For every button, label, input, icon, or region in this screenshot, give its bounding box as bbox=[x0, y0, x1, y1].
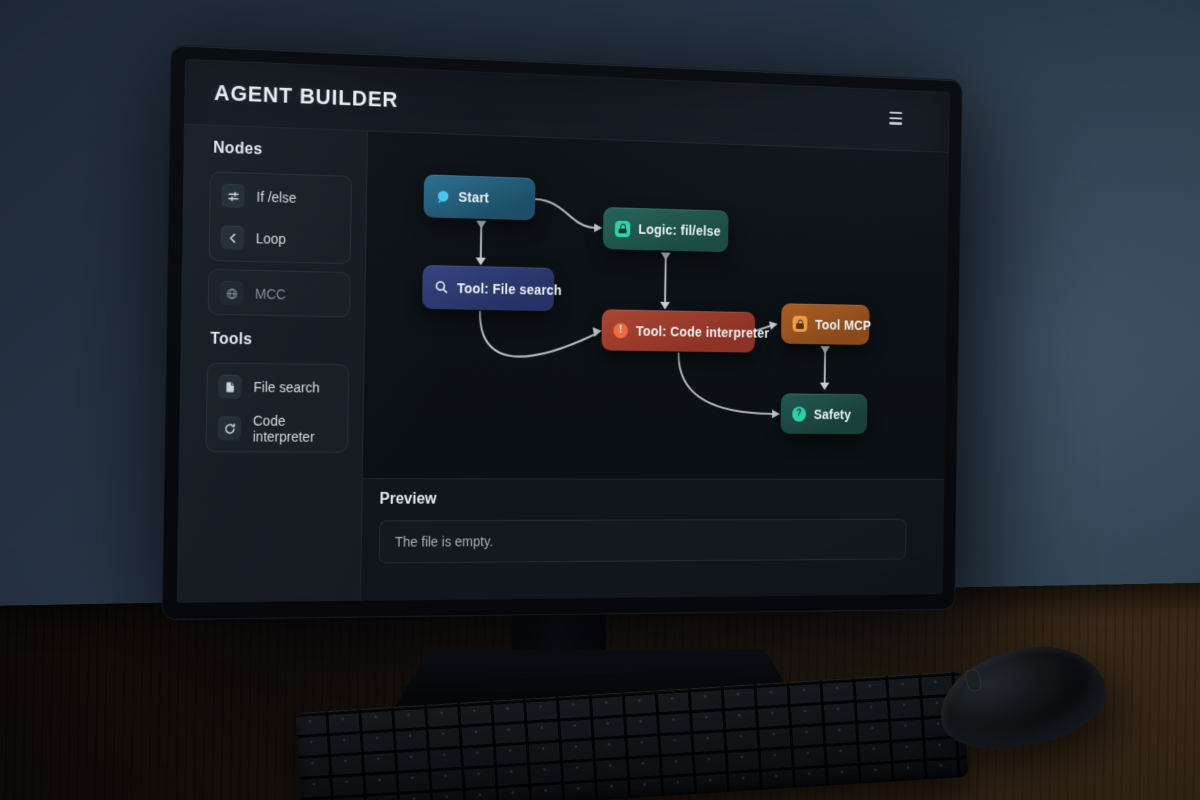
chat-bubble-icon bbox=[436, 189, 450, 204]
edge-start-filesearch bbox=[481, 222, 482, 264]
preview-panel: Preview The file is empty. bbox=[360, 478, 945, 601]
edge-start-logic bbox=[535, 199, 595, 228]
edge-logic-code bbox=[665, 253, 666, 307]
tools-heading: Tools bbox=[210, 330, 253, 349]
sidebar-item-mcc[interactable]: MCC bbox=[209, 272, 350, 316]
flow-canvas[interactable]: Start Logic: fil/else Tool: File search … bbox=[362, 131, 950, 479]
edge-code-safety bbox=[678, 353, 773, 414]
sidebar-item-if-else[interactable]: If /else bbox=[210, 174, 351, 220]
node-label: Tool MCP bbox=[815, 316, 872, 333]
sidebar-item-code-interpreter[interactable]: Code interpreter bbox=[207, 407, 348, 449]
sidebar-item-label: File search bbox=[253, 378, 320, 396]
globe-icon bbox=[219, 281, 244, 306]
lock-icon bbox=[792, 315, 808, 332]
sidebar-item-label: MCC bbox=[254, 285, 286, 303]
sidebar-item-loop[interactable]: Loop bbox=[210, 216, 351, 261]
sidebar-item-label: If /else bbox=[256, 188, 297, 206]
node-label: Start bbox=[458, 189, 490, 206]
sidebar-item-label: Code interpreter bbox=[252, 412, 315, 445]
sidebar-item-file-search[interactable]: File search bbox=[207, 366, 348, 409]
nodes-heading: Nodes bbox=[213, 139, 263, 159]
exclamation-icon: ! bbox=[613, 322, 628, 338]
preview-heading: Preview bbox=[379, 490, 437, 508]
chevron-left-icon bbox=[220, 225, 245, 250]
edge-mcp-safety bbox=[825, 347, 826, 387]
node-label: Safety bbox=[813, 406, 852, 422]
preview-empty-message: The file is empty. bbox=[394, 533, 494, 550]
node-label: Tool: Code interpreter bbox=[635, 322, 770, 341]
hamburger-icon[interactable] bbox=[889, 111, 903, 125]
canvas-node-tool-mcp[interactable]: Tool MCP bbox=[780, 303, 872, 346]
preview-box: The file is empty. bbox=[378, 518, 907, 564]
document-icon bbox=[218, 374, 242, 399]
sidebar: Nodes If /else Loop bbox=[176, 124, 369, 603]
canvas-node-safety[interactable]: ? Safety bbox=[780, 393, 868, 435]
edge-filesearch-code bbox=[479, 312, 593, 358]
tools-card: File search Code interpreter bbox=[205, 362, 350, 453]
screen: AGENT BUILDER Nodes If /else bbox=[176, 58, 950, 603]
page-title: AGENT BUILDER bbox=[213, 79, 399, 112]
refresh-icon bbox=[217, 416, 242, 441]
question-icon: ? bbox=[792, 406, 807, 422]
sidebar-item-label: Loop bbox=[255, 230, 287, 247]
canvas-node-file-search[interactable]: Tool: File search bbox=[422, 264, 562, 312]
search-icon bbox=[434, 280, 448, 295]
node-label: Logic: fil/else bbox=[638, 221, 721, 239]
canvas-node-code-interpreter[interactable]: ! Tool: Code interpreter bbox=[601, 309, 769, 353]
sliders-icon bbox=[221, 183, 245, 209]
nodes-card: If /else Loop bbox=[208, 171, 353, 265]
monitor: AGENT BUILDER Nodes If /else bbox=[161, 44, 963, 621]
canvas-node-logic[interactable]: Logic: fil/else bbox=[602, 206, 729, 253]
mouse-wheel bbox=[963, 667, 983, 693]
mcc-card: MCC bbox=[207, 268, 351, 318]
lock-icon bbox=[614, 220, 631, 237]
node-label: Tool: File search bbox=[456, 279, 563, 298]
canvas-node-start[interactable]: Start bbox=[423, 174, 536, 221]
